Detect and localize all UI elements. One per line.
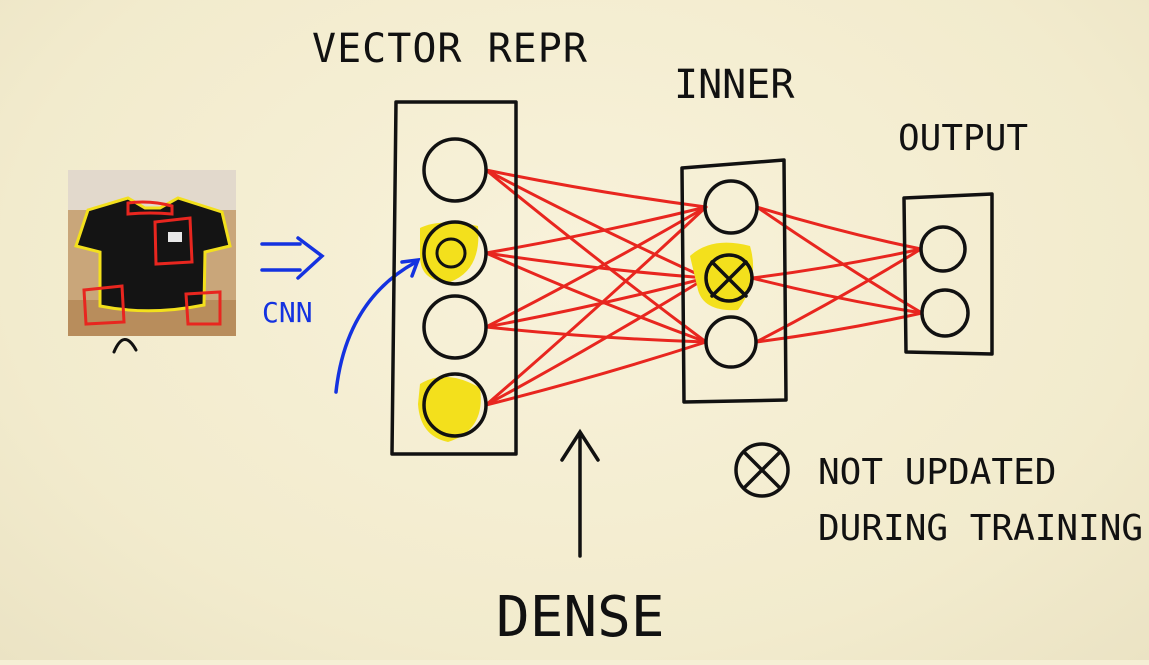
- cnn-arrow: [260, 236, 325, 280]
- cnn-label: CNN: [262, 296, 313, 329]
- output-layer-title: OUTPUT: [898, 118, 1028, 159]
- edge-vector-1-inner-1: [484, 168, 708, 209]
- vector-neuron-1: [422, 137, 488, 203]
- edge-inner-1-output-2: [755, 205, 924, 315]
- output-layer: [902, 192, 994, 356]
- vector-neuron-4: [422, 372, 488, 438]
- inner-layer-title: INNER: [674, 62, 795, 108]
- highlight-arrow: [334, 260, 418, 394]
- legend-circled-x-icon: [734, 442, 790, 498]
- input-image: [68, 170, 236, 354]
- inner-neuron-2: [704, 253, 754, 303]
- dropout-x-icon: [710, 260, 748, 298]
- edge-vector-3-inner-2: [484, 276, 708, 329]
- edge-inner-1-output-1: [755, 205, 923, 251]
- edge-vector-2-inner-3: [484, 251, 708, 344]
- edge-vector-1-inner-2: [484, 168, 708, 280]
- edge-inner-3-output-1: [754, 247, 923, 344]
- dense-arrow: [560, 428, 600, 558]
- edge-vector-3-inner-3: [484, 325, 708, 344]
- inner-neuron-1: [703, 179, 759, 235]
- edge-vector-4-inner-3: [484, 340, 708, 407]
- dense-label: DENSE: [496, 585, 665, 650]
- vector-layer-title: VECTOR REPR: [312, 26, 588, 72]
- vector-neuron-2: [422, 220, 488, 286]
- vector-neuron-3: [422, 294, 488, 360]
- edge-inner-2-output-2: [750, 276, 924, 315]
- edge-vector-4-inner-2: [484, 276, 708, 407]
- legend-text-line-2: DURING TRAINING: [818, 508, 1143, 549]
- edge-vector-1-inner-3: [484, 168, 708, 344]
- edge-vector-2-inner-1: [484, 205, 708, 255]
- inner-neuron-3: [704, 315, 758, 369]
- edge-inner-3-output-2: [754, 311, 924, 344]
- dense-connections: [484, 168, 924, 407]
- inner-layer: [680, 158, 788, 404]
- output-neuron-2: [920, 288, 970, 338]
- vector-neuron-2-core: [435, 237, 467, 269]
- legend-text-line-1: NOT UPDATED: [818, 452, 1056, 493]
- edge-inner-2-output-1: [750, 247, 923, 280]
- vector-layer: [390, 100, 518, 456]
- legend: NOT UPDATED DURING TRAINING: [734, 442, 1143, 549]
- output-neuron-1: [919, 225, 967, 273]
- edge-vector-3-inner-1: [484, 205, 708, 329]
